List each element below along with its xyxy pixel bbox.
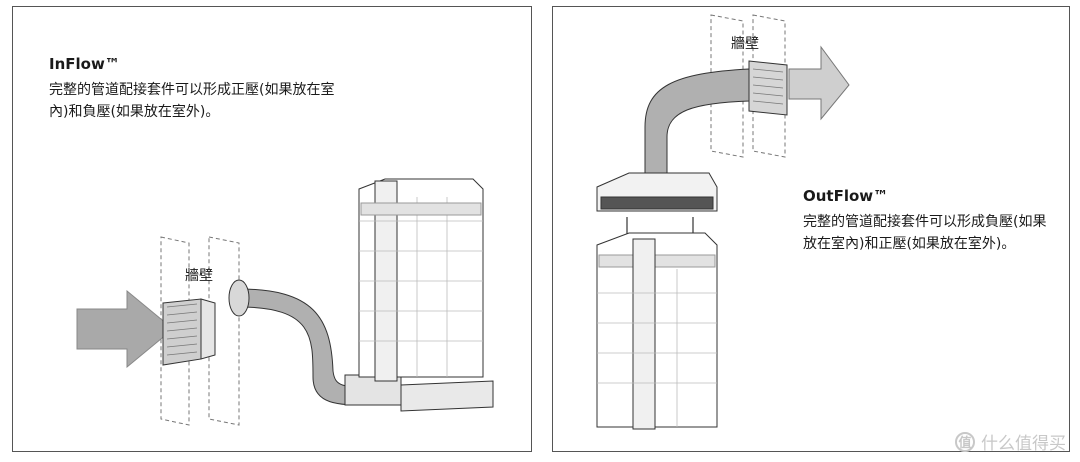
outflow-title: OutFlow™ — [803, 187, 889, 205]
outflow-arrow — [788, 45, 850, 121]
inflow-wall-label: 牆壁 — [185, 268, 213, 284]
outflow-panel: OutFlow™ 完整的管道配接套件可以形成負壓(如果放在室內)和正壓(如果放在… — [552, 6, 1070, 452]
inflow-arrow — [76, 289, 174, 369]
outflow-description: 完整的管道配接套件可以形成負壓(如果放在室內)和正壓(如果放在室外)。 — [803, 214, 1047, 252]
outflow-duct — [644, 68, 750, 180]
outflow-cap — [596, 172, 718, 212]
inflow-illustration — [76, 178, 494, 426]
inflow-panel: InFlow™ 完整的管道配接套件可以形成正壓(如果放在室內)和負壓(如果放在室… — [12, 6, 532, 452]
outflow-wall-label: 牆壁 — [731, 36, 759, 52]
outflow-purifier — [596, 232, 718, 430]
watermark-text: 什么值得买 — [981, 434, 1066, 454]
inflow-wall — [160, 236, 240, 426]
inflow-description: 完整的管道配接套件可以形成正壓(如果放在室內)和負壓(如果放在室外)。 — [49, 82, 335, 120]
inflow-title: InFlow™ — [49, 55, 120, 73]
outflow-grille — [748, 60, 788, 116]
outflow-illustration — [596, 14, 850, 430]
inflow-purifier — [358, 178, 494, 412]
watermark-logo-icon: 值 — [955, 431, 975, 452]
inflow-grille — [162, 298, 216, 366]
watermark: 值 什么值得买 — [955, 429, 1066, 454]
